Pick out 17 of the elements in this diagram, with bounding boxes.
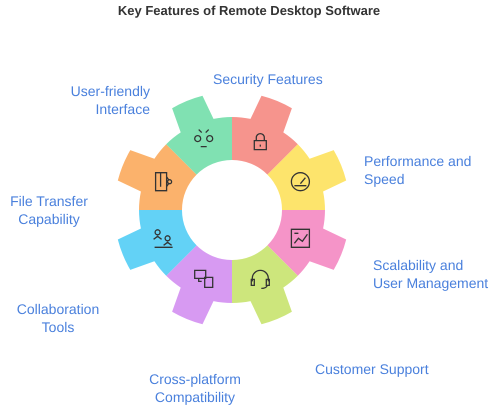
- feature-label: User-friendly Interface: [70, 82, 150, 118]
- gear-segment: [166, 96, 232, 175]
- gear-segment: [232, 245, 298, 324]
- gear-segment: [267, 210, 346, 276]
- gear-segment: [232, 96, 298, 175]
- gear-segment: [118, 144, 197, 210]
- gear-segment: [118, 210, 197, 276]
- gear-segment: [267, 144, 346, 210]
- title: Key Features of Remote Desktop Software: [116, 3, 382, 18]
- feature-label: Collaboration Tools: [16, 300, 100, 336]
- gear-segment: [166, 245, 232, 324]
- feature-label: Customer Support: [315, 360, 430, 378]
- feature-label: Scalability and User Management: [373, 256, 490, 292]
- feature-label: Security Features: [213, 70, 324, 88]
- feature-label: File Transfer Capability: [9, 192, 89, 228]
- feature-label: Cross-platform Compatibility: [148, 370, 242, 406]
- feature-label: Performance and Speed: [364, 152, 472, 188]
